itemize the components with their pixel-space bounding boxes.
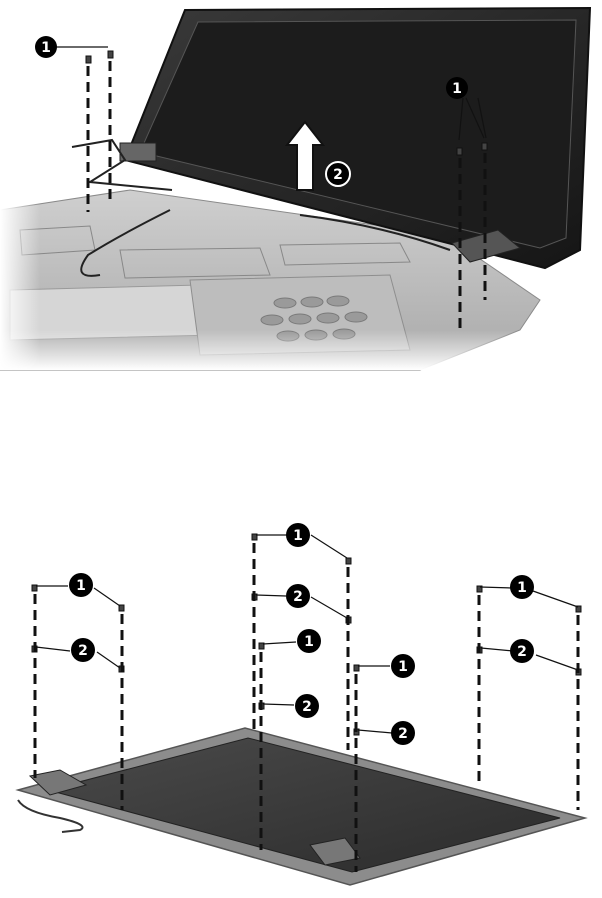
left-hinge <box>120 143 156 161</box>
callout-1-bottom: 1 <box>510 575 534 599</box>
callout-label: 1 <box>398 659 408 675</box>
top-figure: 1 1 2 <box>0 8 602 370</box>
callout-1-bottom: 1 <box>286 523 310 547</box>
callout-2-bottom: 2 <box>71 638 95 662</box>
callout-label: 1 <box>304 634 314 650</box>
callout-label: 2 <box>78 643 88 659</box>
callout-label: 1 <box>452 81 462 97</box>
callout-label: 2 <box>517 644 527 660</box>
callout-1-top-left: 1 <box>35 36 57 58</box>
callouts-bottom: 1 2 1 2 1 2 1 2 1 2 <box>69 523 534 745</box>
callout-1-bottom: 1 <box>391 654 415 678</box>
callout-label: 1 <box>293 528 303 544</box>
callout-label: 1 <box>517 580 527 596</box>
callout-label: 2 <box>293 589 303 605</box>
callout-2-bottom: 2 <box>510 639 534 663</box>
callout-1-top-right: 1 <box>446 77 468 99</box>
callout-label: 2 <box>333 167 343 183</box>
callout-label: 2 <box>302 699 312 715</box>
callout-2-bottom: 2 <box>391 721 415 745</box>
callout-1-bottom: 1 <box>69 573 93 597</box>
callout-label: 2 <box>398 726 408 742</box>
display-panel <box>48 738 560 872</box>
callout-label: 1 <box>41 40 51 56</box>
callout-2-top: 2 <box>326 162 350 186</box>
callout-1-bottom: 1 <box>297 629 321 653</box>
callout-2-bottom: 2 <box>286 584 310 608</box>
bottom-figure: 1 2 1 2 1 2 1 2 1 2 <box>18 523 585 885</box>
callout-2-bottom: 2 <box>295 694 319 718</box>
callout-label: 1 <box>76 578 86 594</box>
